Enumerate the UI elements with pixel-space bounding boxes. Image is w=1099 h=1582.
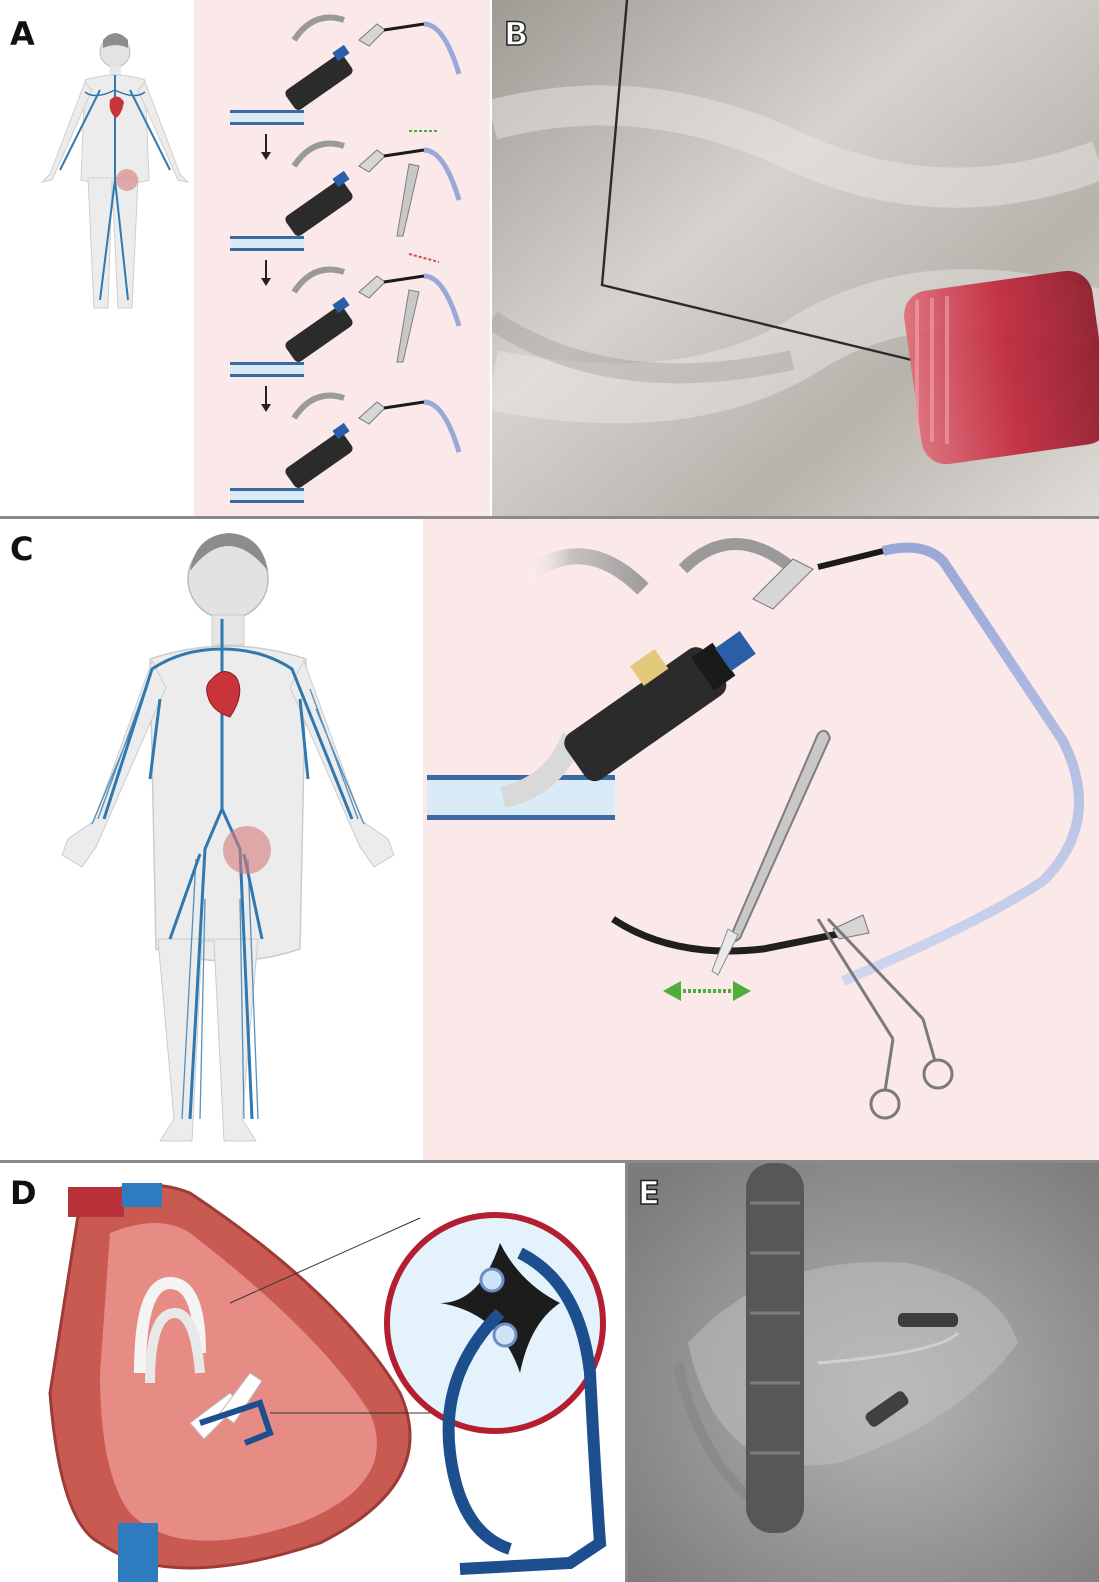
scalpel-icon bbox=[397, 164, 419, 236]
leadless-device bbox=[898, 1313, 958, 1327]
vessel-wall bbox=[230, 122, 304, 125]
fluoroscopy-image bbox=[628, 1163, 1099, 1582]
valve bbox=[359, 24, 385, 46]
heart-cross-section-diagram bbox=[0, 1163, 625, 1582]
vessel-wall bbox=[230, 500, 304, 503]
panel-b-photo: B bbox=[492, 0, 1099, 516]
vena-cava bbox=[118, 1523, 158, 1582]
panel-d-heart: D bbox=[0, 1163, 625, 1582]
arrow-head bbox=[261, 152, 271, 160]
arrow-head bbox=[261, 404, 271, 412]
step-1 bbox=[230, 18, 459, 161]
red-hub-connector bbox=[901, 268, 1099, 468]
valve bbox=[359, 402, 385, 424]
insertion-site-marker bbox=[116, 169, 138, 191]
panel-e-fluoroscopy: E bbox=[628, 1163, 1099, 1582]
sheath-handle bbox=[283, 430, 354, 490]
sheath-removal-steps bbox=[194, 0, 490, 516]
scalpel-icon bbox=[397, 290, 419, 362]
panel-label-d: D bbox=[10, 1177, 37, 1209]
step-4 bbox=[230, 396, 459, 504]
tube bbox=[294, 18, 344, 41]
panel-c-body: C bbox=[0, 519, 423, 1160]
hemostat-clamp bbox=[818, 919, 952, 1118]
vessel-wall bbox=[230, 248, 304, 251]
insertion-site-marker bbox=[223, 826, 271, 874]
tube bbox=[294, 396, 344, 419]
human-body-small-icon bbox=[0, 0, 194, 516]
guidewire bbox=[384, 150, 424, 156]
aorta bbox=[68, 1187, 124, 1217]
human-body-venous-system-icon bbox=[0, 519, 423, 1160]
sheath-catheter bbox=[843, 548, 1079, 981]
step-3 bbox=[230, 254, 459, 412]
guidewire bbox=[384, 276, 424, 282]
tube bbox=[294, 144, 344, 167]
panel-c-diagram bbox=[423, 519, 1099, 1160]
zoom-inset-circle bbox=[387, 1215, 603, 1569]
guidewire bbox=[384, 402, 424, 408]
vessel-wall bbox=[230, 488, 304, 491]
sheath-catheter bbox=[424, 276, 459, 326]
vessel-wall bbox=[230, 362, 304, 365]
catheter-shadow bbox=[746, 1163, 804, 1533]
sheath-handle bbox=[283, 304, 354, 364]
arrow-head bbox=[261, 278, 271, 286]
panel-label-e: E bbox=[638, 1177, 660, 1209]
sheath-handle bbox=[283, 52, 354, 112]
double-arrow-icon bbox=[409, 254, 439, 262]
guidewire bbox=[384, 24, 424, 30]
panel-label-c: C bbox=[10, 533, 33, 565]
panel-a-body: A bbox=[0, 0, 194, 516]
panel-label-a: A bbox=[10, 18, 35, 50]
valve bbox=[359, 276, 385, 298]
tube bbox=[294, 270, 344, 293]
vessel-wall bbox=[230, 110, 304, 113]
panel-label-b: B bbox=[504, 18, 528, 50]
sheath-catheter bbox=[424, 402, 459, 452]
sheath-cut-diagram bbox=[423, 519, 1099, 1160]
valve bbox=[359, 150, 385, 172]
vessel-wall bbox=[230, 374, 304, 377]
guidewire-hub-photo bbox=[492, 0, 1099, 516]
sheath-handle bbox=[283, 178, 354, 238]
panel-a-steps-diagram bbox=[194, 0, 490, 516]
sheath-catheter bbox=[424, 150, 459, 200]
sheath-catheter bbox=[424, 24, 459, 74]
sheath-handle bbox=[548, 603, 764, 786]
vessel-wall bbox=[230, 236, 304, 239]
double-arrow-icon bbox=[663, 981, 751, 1001]
